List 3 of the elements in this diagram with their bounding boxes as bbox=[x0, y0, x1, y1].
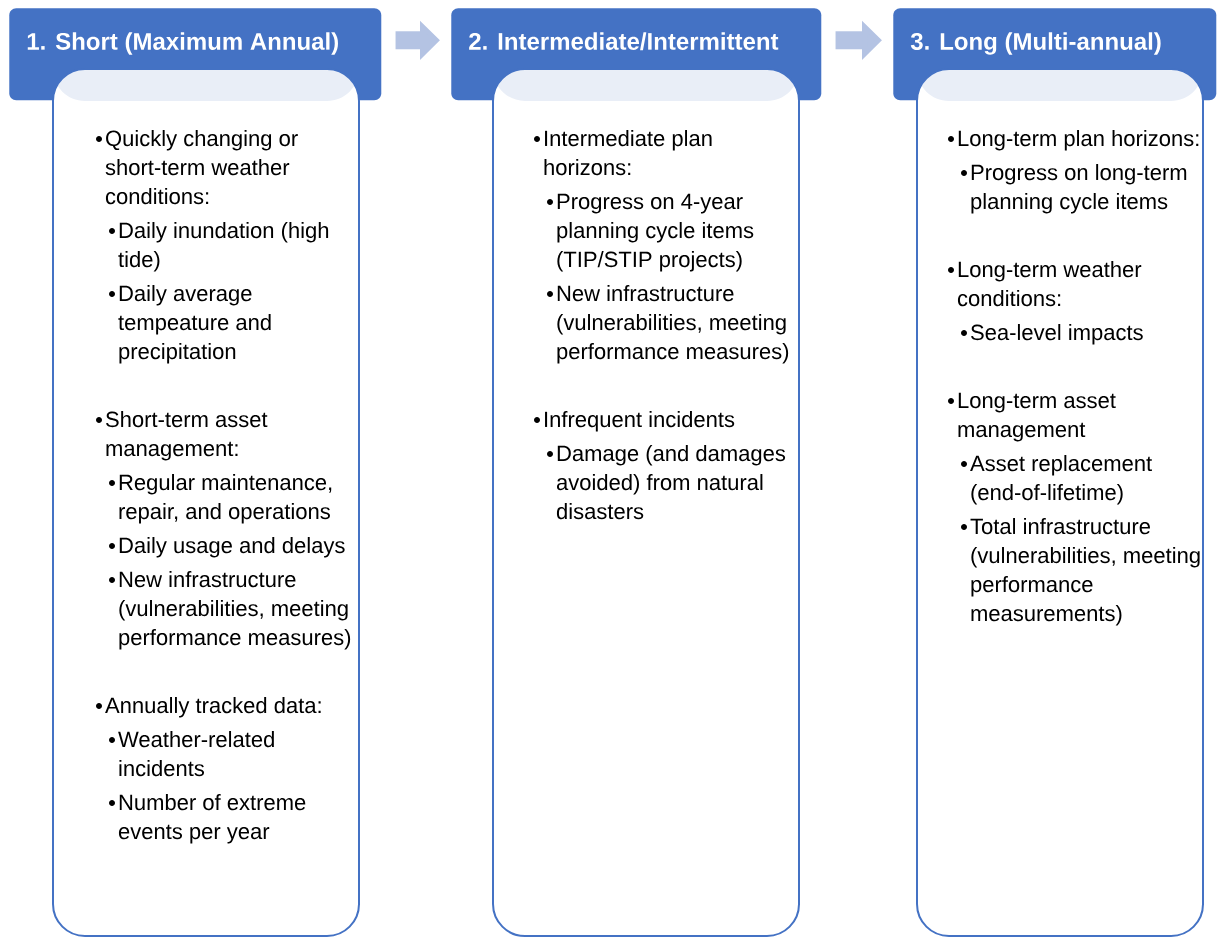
content-panel: Long-term plan horizons: Progress on long-term planning cycle items Long-term weather conditions: Sea-level impacts Long-term asset management Asset replacement (end-of-lifetime) Total infrastructure (vulnerabilities, meeting performance measurements) bbox=[916, 68, 1204, 937]
content-panel: Quickly changing or short-term weather conditions: Daily inundation (high tide) Daily average tempeature and precipitation Short-term asset management: Regular maintenance, repair, and operations Daily usage and delays New infrastructure (vulnerabilities, meeting performance measures) Annually tracked data: Weather-related incidents Number of extreme events per year bbox=[52, 68, 360, 937]
content-panel: Intermediate plan horizons: Progress on 4-year planning cycle items (TIP/STIP projects) New infrastructure (vulnerabilities, meeting performance measures) Infrequent incidents Damage (and damages avoided) from natural disasters bbox=[492, 68, 800, 937]
